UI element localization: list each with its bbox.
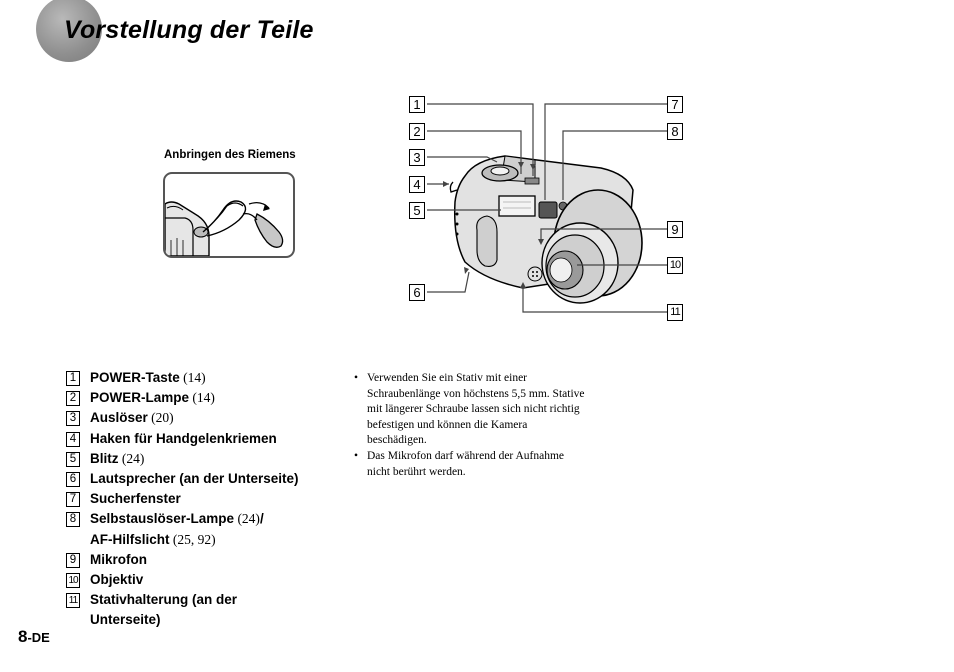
callout-2: 2 — [409, 123, 425, 140]
note-line: Das Mikrofon darf während der Aufnahme — [367, 449, 565, 462]
item-number: 9 — [66, 552, 80, 568]
item-number: 6 — [66, 471, 80, 487]
callout-10: 10 — [667, 257, 683, 274]
page-reference: (24) — [237, 511, 260, 527]
note-line: mit längerer Schraube lassen sich nicht … — [367, 403, 580, 416]
note-item: • Verwenden Sie ein Stativ mit einer Sch… — [354, 371, 634, 449]
part-name: POWER-Lampe — [90, 390, 190, 406]
title-decoration-disc — [36, 0, 102, 62]
page-reference: (14) — [183, 370, 206, 385]
list-item: 9 Mikrofon — [66, 550, 299, 570]
page-number-value: 8 — [18, 627, 28, 646]
item-number: 11 — [66, 593, 80, 609]
note-item: • Das Mikrofon darf während der Aufnahme… — [354, 449, 634, 480]
callout-3: 3 — [409, 149, 425, 166]
callout-1: 1 — [409, 96, 425, 113]
item-number: 7 — [66, 492, 80, 508]
page-reference-second: (25, 92) — [172, 531, 216, 547]
notes-list: • Verwenden Sie ein Stativ mit einer Sch… — [354, 371, 634, 480]
callout-8: 8 — [667, 123, 683, 140]
page-reference: (24) — [121, 450, 145, 466]
camera-diagram — [427, 103, 667, 313]
callout-6: 6 — [409, 284, 425, 301]
note-line: beschädigen. — [367, 434, 427, 447]
page-suffix: -DE — [27, 630, 50, 645]
item-number: 5 — [66, 451, 80, 467]
list-item: 6 Lautsprecher (an der Unterseite) — [66, 469, 299, 489]
item-number: 4 — [66, 431, 80, 447]
separator: / — [259, 511, 264, 527]
list-item: 11 Stativhalterung (an der Unterseite) — [66, 590, 299, 630]
page-number: 8-DE — [18, 627, 50, 647]
callout-11: 11 — [667, 304, 683, 321]
note-line: Schraubenlänge von höchstens 5,5 mm. Sta… — [367, 387, 585, 400]
list-item: 1 POWER-Taste (14) — [66, 368, 299, 388]
item-number: 2 — [66, 391, 80, 407]
list-item: 4 Haken für Handgelenkriemen — [66, 429, 299, 449]
part-name: POWER-Taste — [90, 370, 180, 385]
bullet: • — [354, 449, 359, 462]
list-item: 5 Blitz (24) — [66, 449, 299, 469]
page-title: Vorstellung der Teile — [64, 16, 314, 44]
part-name: Auslöser — [90, 410, 148, 426]
item-number: 3 — [66, 411, 80, 427]
item-number: 8 — [66, 512, 80, 528]
item-number: 1 — [66, 371, 80, 386]
page-reference: (20) — [151, 410, 174, 426]
list-item: 10 Objektiv — [66, 570, 299, 590]
part-name: Haken für Handgelenkriemen — [90, 430, 277, 446]
page-reference: (14) — [192, 390, 215, 406]
list-item: 7 Sucherfenster — [66, 489, 299, 509]
strap-drawing — [165, 200, 284, 256]
parts-list: 1 POWER-Taste (14) 2 POWER-Lampe (14) 3 … — [66, 368, 299, 630]
callout-7: 7 — [667, 96, 683, 113]
callout-4: 4 — [409, 176, 425, 193]
part-name-second: Unterseite) — [90, 612, 161, 628]
list-item: 3 Auslöser (20) — [66, 408, 299, 428]
part-name: Lautsprecher (an der Unterseite) — [90, 470, 299, 486]
part-name: Sucherfenster — [90, 491, 181, 507]
list-item: 8 Selbstauslöser-Lampe (24)/ AF-Hilfslic… — [66, 509, 299, 549]
bullet: • — [354, 372, 359, 384]
list-item: 2 POWER-Lampe (14) — [66, 388, 299, 408]
part-name-second: AF-Hilfslicht — [90, 531, 170, 547]
callout-5: 5 — [409, 202, 425, 219]
note-line: Verwenden Sie ein Stativ mit einer — [367, 372, 528, 384]
strap-illustration — [163, 172, 295, 258]
part-name: Selbstauslöser-Lampe — [90, 511, 235, 527]
part-name: Stativhalterung (an der — [90, 592, 238, 608]
part-name: Objektiv — [90, 571, 144, 587]
strap-caption: Anbringen des Riemens — [164, 149, 296, 161]
note-line: befestigen und können die Kamera — [367, 418, 528, 431]
part-name: Blitz — [90, 450, 119, 466]
callout-9: 9 — [667, 221, 683, 238]
part-name: Mikrofon — [90, 551, 147, 567]
item-number: 10 — [66, 572, 80, 588]
note-line: nicht berührt werden. — [367, 465, 466, 478]
